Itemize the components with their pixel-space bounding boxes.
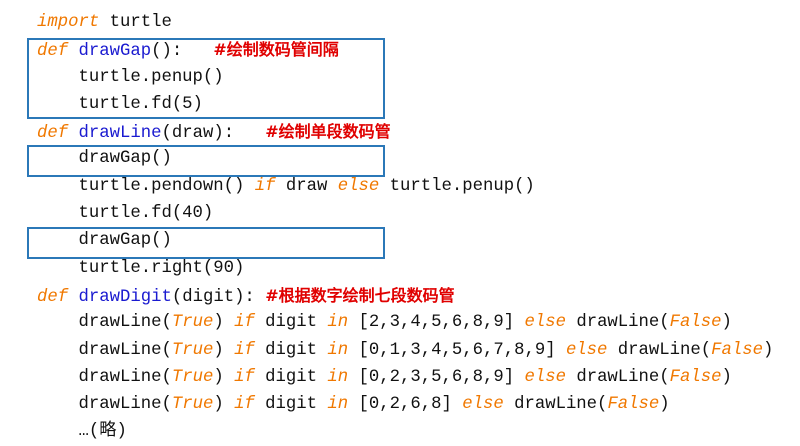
highlight-box-drawgap-call-1 — [27, 145, 385, 177]
code-token: ) — [213, 367, 235, 387]
code-token: ) — [721, 313, 732, 333]
keyword-token: else — [524, 367, 566, 387]
keyword-token: if — [254, 176, 276, 196]
keyword-token: True — [171, 395, 214, 415]
keyword-token: in — [327, 340, 349, 360]
code-line: drawGap() — [37, 145, 773, 172]
code-line: turtle.pendown() if draw else turtle.pen… — [37, 173, 773, 200]
code-line: drawLine(True) if digit in [0,2,6,8] els… — [37, 391, 773, 418]
code-token: drawGap() — [37, 231, 172, 251]
code-token: (digit): — [171, 287, 266, 307]
code-token: drawLine( — [607, 340, 712, 360]
comment-token: #根据数字绘制七段数码管 — [265, 285, 455, 305]
code-line: def drawDigit(digit): #根据数字绘制七段数码管 — [37, 282, 773, 309]
code-line: turtle.fd(5) — [37, 91, 773, 118]
code-token: (): — [151, 42, 214, 62]
code-token: turtle.fd(5) — [37, 94, 203, 114]
code-token: ) — [213, 313, 235, 333]
keyword-token: in — [327, 313, 349, 333]
keyword-token: if — [234, 340, 255, 360]
keyword-token: True — [171, 367, 214, 387]
comment-token: #绘制单段数码管 — [265, 122, 391, 142]
code-token: turtle.right(90) — [37, 258, 245, 278]
code-token: drawLine( — [37, 313, 172, 333]
keyword-token: import — [37, 13, 100, 32]
code-token: turtle — [99, 13, 172, 32]
code-token: [2,3,4,5,6,8,9] — [348, 313, 525, 333]
keyword-token: False — [669, 313, 722, 333]
code-token: turtle.penup() — [37, 67, 224, 87]
keyword-token: in — [327, 395, 349, 415]
keyword-token: else — [524, 313, 566, 333]
code-token: (draw): — [161, 124, 266, 144]
keyword-token: False — [669, 367, 722, 387]
code-token: drawLine( — [565, 313, 670, 333]
code-line: drawLine(True) if digit in [2,3,4,5,6,8,… — [37, 309, 773, 336]
keyword-token: if — [234, 367, 255, 387]
code-line: import turtle — [37, 9, 773, 36]
keyword-token: in — [327, 367, 349, 387]
keyword-token: False — [607, 395, 660, 415]
code-line: turtle.penup() — [37, 64, 773, 91]
keyword-token: def — [37, 42, 69, 62]
keyword-token: else — [337, 176, 380, 196]
function-name-token: drawLine — [78, 124, 162, 144]
code-line: drawLine(True) if digit in [0,2,3,5,6,8,… — [37, 364, 773, 391]
code-line: def drawGap(): #绘制数码管间隔 — [37, 36, 773, 63]
code-token: [0,2,3,5,6,8,9] — [348, 367, 525, 387]
code-token — [68, 124, 78, 143]
code-token: [0,1,3,4,5,6,7,8,9] — [348, 340, 566, 360]
code-token: digit — [254, 340, 328, 360]
keyword-token: def — [37, 124, 69, 144]
code-token: ) — [763, 340, 774, 360]
code-token: [0,2,6,8] — [348, 395, 463, 415]
keyword-token: True — [171, 313, 214, 333]
code-token: ) — [721, 367, 732, 387]
keyword-token: else — [565, 340, 608, 360]
code-token: digit — [254, 313, 328, 333]
keyword-token: def — [37, 287, 69, 307]
code-token: digit — [254, 367, 328, 387]
code-token: drawLine( — [37, 395, 172, 415]
code-token: …(略) — [37, 422, 127, 442]
code-line: turtle.fd(40) — [37, 200, 773, 227]
function-name-token: drawDigit — [78, 287, 172, 307]
code-line: turtle.right(90) — [37, 255, 773, 282]
code-token: ) — [213, 395, 235, 415]
code-token: drawLine( — [565, 367, 670, 387]
highlight-box-drawgap-call-2 — [27, 227, 385, 259]
code-line: def drawLine(draw): #绘制单段数码管 — [37, 118, 773, 145]
keyword-token: else — [462, 395, 504, 415]
code-token: drawLine( — [37, 340, 172, 360]
keyword-token: if — [234, 395, 255, 415]
keyword-token: if — [234, 313, 255, 333]
keyword-token: False — [711, 340, 763, 360]
code-line: …(略) — [37, 418, 773, 445]
code-line: drawGap() — [37, 227, 773, 254]
code-token: drawGap() — [37, 149, 172, 169]
code-line: drawLine(True) if digit in [0,1,3,4,5,6,… — [37, 337, 773, 364]
code-token: draw — [275, 176, 338, 196]
code-token: ) — [213, 340, 235, 360]
code-token: drawLine( — [503, 395, 608, 415]
keyword-token: True — [171, 340, 214, 360]
code-token: turtle.fd(40) — [37, 204, 214, 224]
code-token — [68, 288, 78, 307]
code-token: turtle.pendown() — [37, 176, 255, 196]
function-name-token: drawGap — [78, 42, 152, 62]
highlight-box-drawgap-def — [27, 38, 385, 119]
code-token: turtle.penup() — [379, 176, 535, 196]
comment-token: #绘制数码管间隔 — [213, 40, 339, 60]
code-token: drawLine( — [37, 367, 172, 387]
code-token: ) — [659, 395, 670, 415]
code-token: digit — [254, 395, 328, 415]
